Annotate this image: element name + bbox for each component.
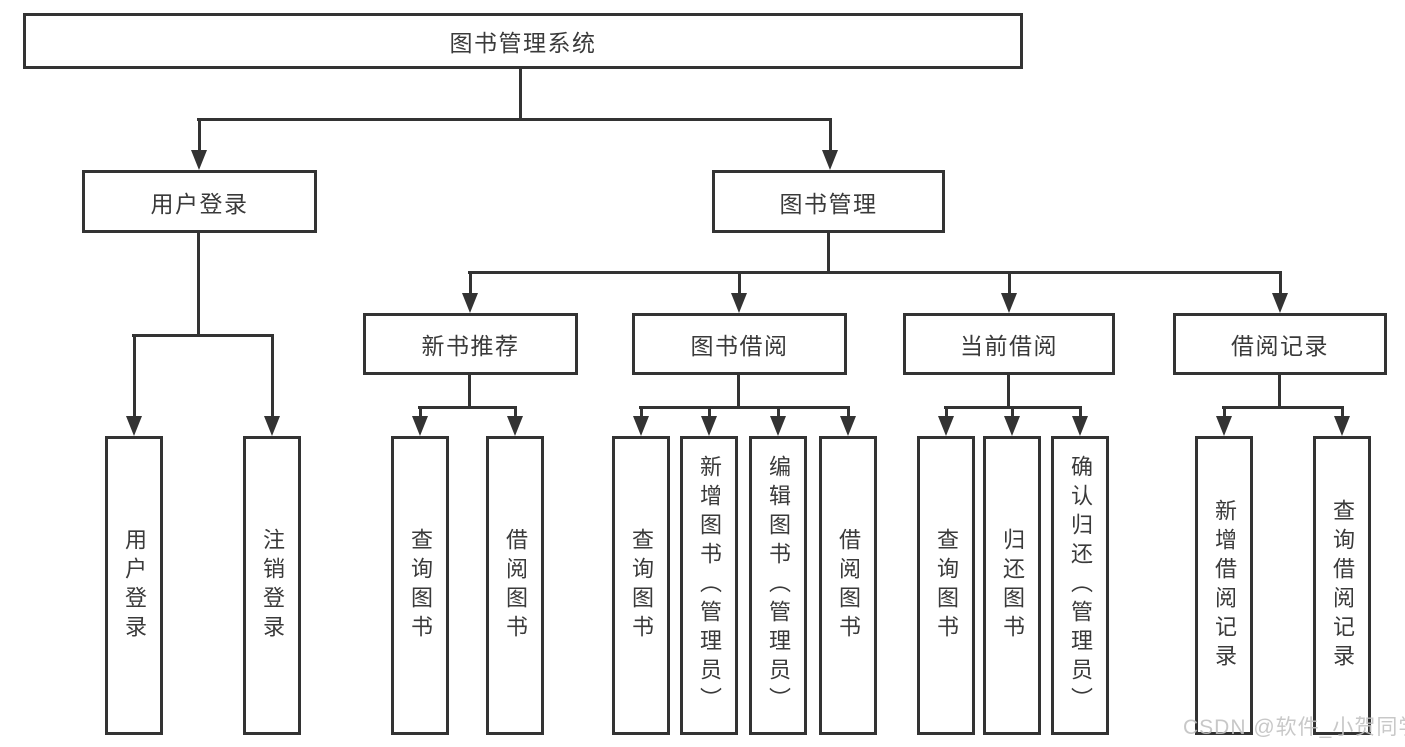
- arrow-down-icon: [191, 121, 207, 170]
- node-label: 新增图书（管理员）: [697, 455, 722, 716]
- arrow-down-icon: [701, 409, 717, 436]
- arrow-down-icon: [1216, 409, 1232, 436]
- connector-line: [197, 118, 832, 121]
- arrow-down-icon: [822, 121, 838, 170]
- node-label: 查询图书: [408, 527, 433, 644]
- arrow-down-icon: [840, 409, 856, 436]
- node-book-management: 图书管理: [712, 170, 945, 233]
- connector-line: [639, 406, 850, 409]
- node-label: 确认归还（管理员）: [1068, 455, 1093, 716]
- connector-line: [1222, 406, 1344, 409]
- node-label: 新增借阅记录: [1212, 498, 1237, 673]
- node-label: 图书管理: [779, 190, 878, 217]
- leaf-query-books-recommend: 查询图书: [391, 436, 449, 735]
- node-book-borrowing: 图书借阅: [632, 313, 847, 375]
- connector-line: [468, 375, 471, 409]
- node-library-management-system: 图书管理系统: [23, 13, 1023, 69]
- connector-line: [197, 233, 200, 337]
- leaf-query-books-current: 查询图书: [917, 436, 975, 735]
- leaf-logout: 注销登录: [243, 436, 301, 735]
- arrow-down-icon: [126, 337, 142, 436]
- node-label: 查询图书: [629, 527, 654, 644]
- node-label: 图书管理系统: [449, 30, 597, 56]
- node-label: 查询图书: [934, 527, 959, 644]
- arrow-down-icon: [1272, 274, 1288, 313]
- arrow-down-icon: [264, 337, 280, 436]
- node-borrowing-records: 借阅记录: [1173, 313, 1387, 375]
- connector-line: [1278, 375, 1281, 409]
- node-label: 注销登录: [260, 527, 285, 644]
- arrow-down-icon: [507, 409, 523, 436]
- node-label: 新书推荐: [421, 333, 520, 359]
- node-new-book-recommendation: 新书推荐: [363, 313, 578, 375]
- leaf-return-books: 归还图书: [983, 436, 1041, 735]
- node-label: 借阅图书: [836, 527, 861, 644]
- leaf-borrow-books-recommend: 借阅图书: [486, 436, 544, 735]
- node-user-login: 用户登录: [82, 170, 317, 233]
- node-label: 当前借阅: [960, 333, 1058, 359]
- node-label: 用户登录: [150, 190, 249, 217]
- node-label: 借阅图书: [503, 527, 528, 644]
- connector-line: [418, 406, 517, 409]
- node-label: 编辑图书（管理员）: [766, 455, 791, 716]
- leaf-user-login: 用户登录: [105, 436, 163, 735]
- node-label: 查询借阅记录: [1330, 498, 1355, 673]
- leaf-edit-books-admin: 编辑图书（管理员）: [749, 436, 807, 735]
- arrow-down-icon: [633, 409, 649, 436]
- leaf-query-books-borrow: 查询图书: [612, 436, 670, 735]
- leaf-borrow-books: 借阅图书: [819, 436, 877, 735]
- arrow-down-icon: [731, 274, 747, 313]
- node-label: 借阅记录: [1231, 333, 1329, 359]
- connector-line: [1007, 375, 1010, 409]
- node-label: 用户登录: [122, 527, 147, 644]
- connector-line: [519, 69, 522, 121]
- connector-line: [944, 406, 1082, 409]
- arrow-down-icon: [938, 409, 954, 436]
- arrow-down-icon: [462, 274, 478, 313]
- leaf-query-borrow-record: 查询借阅记录: [1313, 436, 1371, 735]
- leaf-confirm-return-admin: 确认归还（管理员）: [1051, 436, 1109, 735]
- csdn-watermark: CSDN @软件_小贺同学: [1183, 716, 1405, 739]
- leaf-add-borrow-record: 新增借阅记录: [1195, 436, 1253, 735]
- node-current-borrowing: 当前借阅: [903, 313, 1115, 375]
- connector-line: [827, 233, 830, 274]
- connector-line: [468, 271, 1282, 274]
- arrow-down-icon: [1004, 409, 1020, 436]
- connector-line: [132, 334, 274, 337]
- connector-line: [737, 375, 740, 409]
- leaf-add-books-admin: 新增图书（管理员）: [680, 436, 738, 735]
- arrow-down-icon: [1001, 274, 1017, 313]
- arrow-down-icon: [770, 409, 786, 436]
- arrow-down-icon: [1334, 409, 1350, 436]
- node-label: 图书借阅: [690, 333, 789, 359]
- arrow-down-icon: [1072, 409, 1088, 436]
- node-label: 归还图书: [1000, 527, 1025, 644]
- arrow-down-icon: [412, 409, 428, 436]
